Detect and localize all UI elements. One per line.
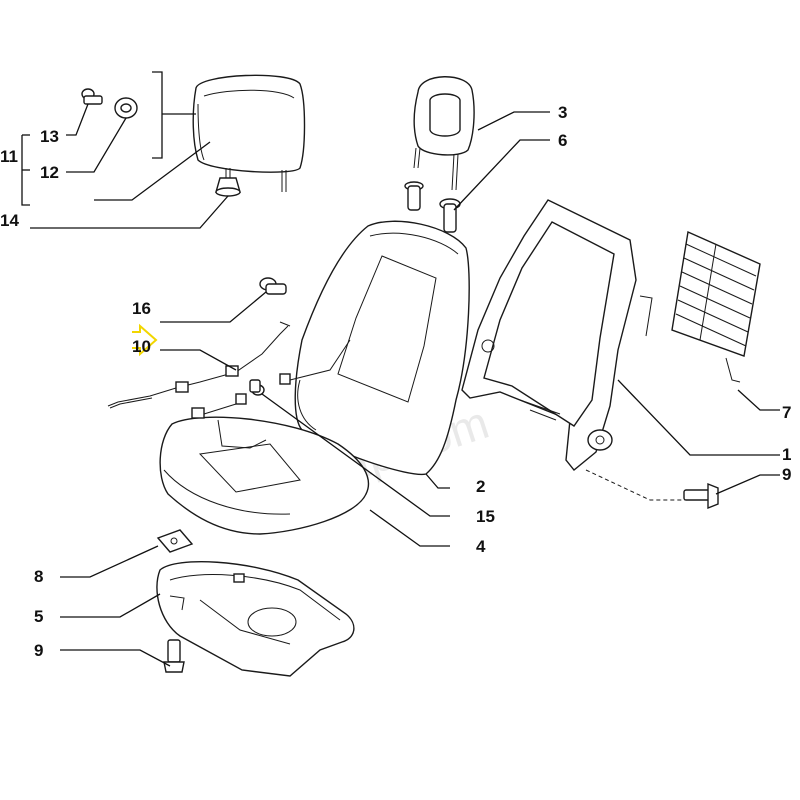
pin-13[interactable] [81, 88, 103, 105]
wire-mesh-7[interactable] [639, 230, 761, 383]
label-16[interactable]: 16 [132, 299, 151, 318]
label-2[interactable]: 2 [476, 477, 485, 496]
bracket-11-right [152, 71, 163, 159]
guide-6-left[interactable] [404, 181, 424, 211]
label-9-right[interactable]: 9 [782, 465, 791, 484]
pin-16[interactable] [259, 277, 287, 295]
label-3[interactable]: 3 [558, 103, 567, 122]
bolt-9-lower[interactable] [163, 639, 185, 673]
label-12[interactable]: 12 [40, 163, 59, 182]
bracket-8[interactable] [156, 529, 194, 553]
highlight-arrow-10 [132, 323, 158, 357]
backrest-connector [279, 373, 291, 385]
bracket-11 [21, 135, 30, 206]
alignment-guide [585, 469, 690, 501]
backrest-frame[interactable] [461, 199, 637, 471]
label-11[interactable]: 11 [0, 147, 18, 166]
label-1[interactable]: 1 [782, 445, 791, 464]
label-6[interactable]: 6 [558, 131, 567, 150]
label-4[interactable]: 4 [476, 537, 486, 556]
screw-15[interactable] [249, 379, 265, 396]
headrest-left[interactable] [192, 74, 306, 192]
label-13[interactable]: 13 [40, 127, 59, 146]
bolt-9-right[interactable] [683, 482, 719, 510]
nut-12[interactable] [114, 97, 138, 119]
backrest-cable [289, 339, 351, 381]
label-15[interactable]: 15 [476, 507, 495, 526]
seat-pan[interactable] [156, 561, 355, 677]
seat-cable [217, 419, 267, 449]
label-5[interactable]: 5 [34, 607, 43, 626]
headrest-center[interactable] [413, 76, 475, 191]
wiring-harness-10[interactable] [107, 321, 291, 419]
label-10[interactable]: 10 [132, 337, 151, 356]
seat-cushion[interactable] [159, 416, 370, 535]
label-7[interactable]: 7 [782, 403, 791, 422]
guide-6-right[interactable] [439, 198, 461, 233]
label-14[interactable]: 14 [0, 211, 19, 230]
label-8[interactable]: 8 [34, 567, 43, 586]
bush-14[interactable] [215, 177, 241, 197]
label-9-lower[interactable]: 9 [34, 641, 43, 660]
backrest-cover[interactable] [294, 220, 470, 476]
